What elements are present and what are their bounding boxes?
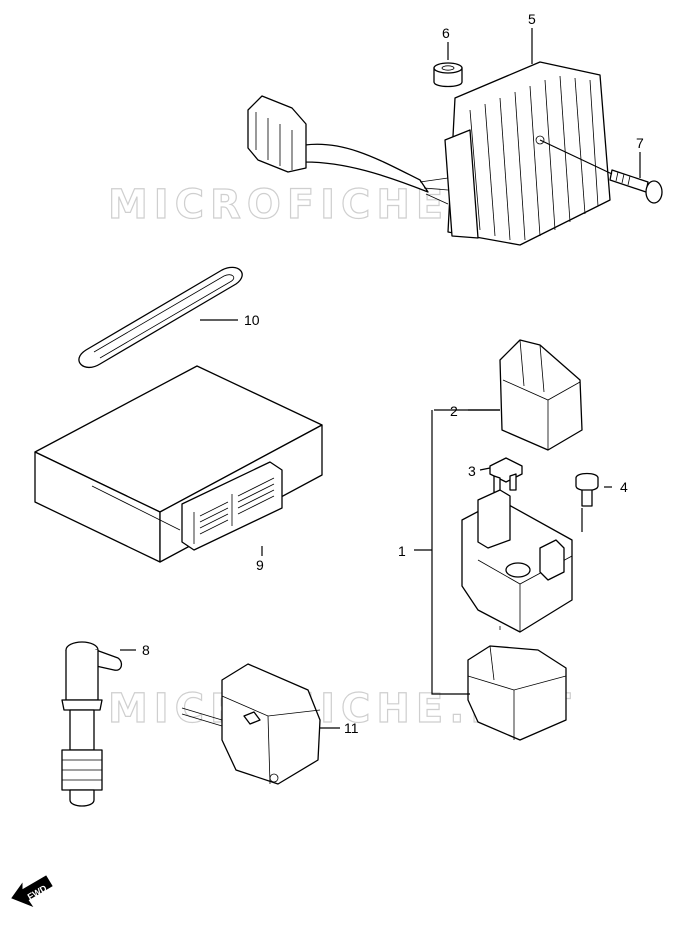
spacer-collar[interactable]	[433, 62, 463, 88]
mounting-bolt[interactable]	[609, 169, 663, 204]
fwd-arrow-icon: FWD	[11, 875, 53, 908]
callout-8: 8	[142, 642, 150, 658]
callout-11: 11	[344, 720, 359, 736]
rubber-strip[interactable]	[78, 266, 243, 369]
leader-lines	[120, 28, 641, 729]
ecm-unit[interactable]	[34, 365, 323, 563]
callout-5: 5	[528, 11, 536, 27]
ignition-coil[interactable]	[61, 641, 123, 807]
regulator-rectifier[interactable]	[247, 61, 611, 246]
callout-6: 6	[442, 25, 450, 41]
relay-sleeve[interactable]	[467, 645, 567, 741]
starter-relay-cover[interactable]	[499, 339, 583, 451]
callout-1: 1	[398, 543, 406, 559]
callout-10: 10	[244, 312, 260, 328]
relay-screw[interactable]	[575, 472, 599, 507]
callout-4: 4	[620, 479, 628, 495]
starter-relay[interactable]	[461, 489, 573, 633]
callout-7: 7	[636, 135, 644, 151]
callout-2: 2	[450, 403, 458, 419]
callout-3: 3	[468, 463, 476, 479]
fuse[interactable]	[489, 457, 523, 495]
callout-9: 9	[256, 557, 264, 573]
ecm-connector-pins	[199, 477, 275, 535]
turn-signal-relay[interactable]	[181, 663, 321, 785]
